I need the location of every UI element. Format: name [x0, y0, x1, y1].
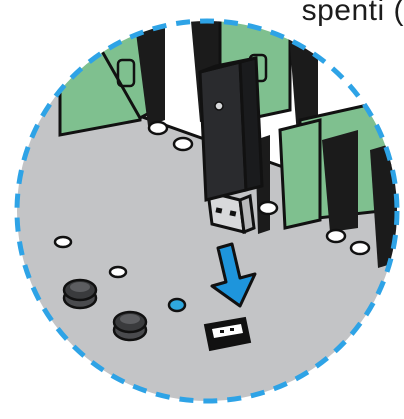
caption-text: spenti ( — [302, 0, 404, 28]
round-button-2 — [114, 312, 146, 340]
usb-dongle — [200, 58, 262, 232]
blue-led — [169, 299, 185, 311]
round-button-1 — [64, 280, 96, 308]
